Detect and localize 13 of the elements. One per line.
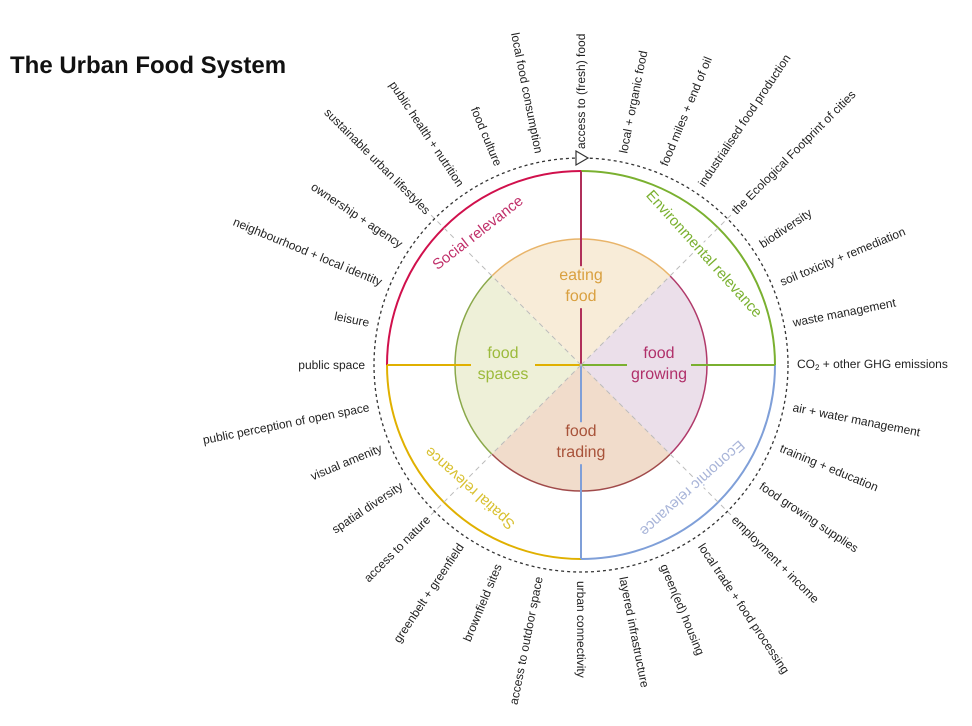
topic-label: access to (fresh) food — [575, 34, 587, 149]
topic-label: food culture — [468, 105, 504, 168]
topic-label: public perception of open space — [202, 401, 370, 446]
topic-label: urban connectivity — [575, 581, 587, 678]
topic-label: layered infrastructure — [617, 576, 652, 689]
topic-label: CO$_{2}$ + other GHG emissions — [797, 358, 948, 372]
topic-label: local + organic food — [617, 50, 650, 154]
topic-label: public space — [298, 359, 365, 371]
topic-label: local food consumption — [509, 32, 545, 154]
topic-label: access to outdoor space — [508, 576, 545, 706]
diagram-title: The Urban Food System — [10, 52, 286, 80]
topic-label: leisure — [333, 310, 370, 329]
topic-label: air + water management — [792, 401, 922, 438]
